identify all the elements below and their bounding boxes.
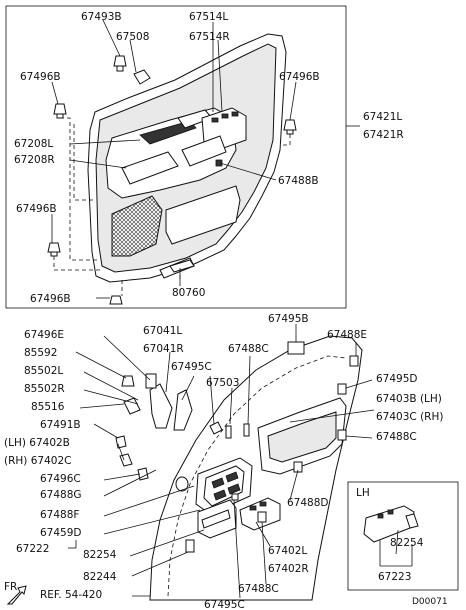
label-67041R: 67041R bbox=[143, 343, 184, 355]
label-85502L: 85502L bbox=[24, 365, 63, 377]
label-82244: 82244 bbox=[83, 571, 117, 583]
label-67421R: 67421R bbox=[363, 129, 404, 141]
label-67488B: 67488B bbox=[278, 175, 319, 187]
label-67222: 67222 bbox=[16, 543, 49, 555]
label-82254-a: 82254 bbox=[83, 549, 117, 561]
label-67403B: 67403B (LH) bbox=[376, 393, 442, 405]
label-82254-b: 82254 bbox=[390, 537, 424, 549]
front-arrow-icon bbox=[6, 585, 27, 605]
label-85502R: 85502R bbox=[24, 383, 65, 395]
label-67496E: 67496E bbox=[24, 329, 64, 341]
leader-lines-lower bbox=[68, 324, 375, 599]
label-67208L: 67208L bbox=[14, 138, 53, 150]
label-67488F: 67488F bbox=[40, 509, 79, 521]
label-fr: FR bbox=[4, 581, 17, 593]
label-67496B-c: 67496B bbox=[16, 203, 57, 215]
door-trim-panel-upper bbox=[87, 33, 287, 283]
label-67488D: 67488D bbox=[287, 497, 329, 509]
label-67459D: 67459D bbox=[40, 527, 82, 539]
lh-inset bbox=[347, 481, 459, 591]
label-67495C-b: 67495C bbox=[204, 599, 245, 610]
label-lh: LH bbox=[356, 487, 370, 499]
label-67488C-a: 67488C bbox=[228, 343, 269, 355]
door-trim-panel-lower bbox=[115, 335, 363, 601]
label-80760: 80760 bbox=[172, 287, 205, 299]
label-67496B-d: 67496B bbox=[30, 293, 71, 305]
diagram-code: D00071 bbox=[412, 597, 448, 607]
label-85592: 85592 bbox=[24, 347, 57, 359]
label-67208R: 67208R bbox=[14, 154, 55, 166]
clip-icons-upper bbox=[47, 55, 297, 305]
label-67421L: 67421L bbox=[363, 111, 402, 123]
label-67402L: 67402L bbox=[268, 545, 307, 557]
label-67496C: 67496C bbox=[40, 473, 81, 485]
label-ref: REF. 54-420 bbox=[40, 589, 102, 601]
label-67403C: 67403C (RH) bbox=[376, 411, 443, 423]
label-67514L: 67514L bbox=[189, 11, 228, 23]
upper-section-frame bbox=[5, 5, 347, 309]
label-67496B-b: 67496B bbox=[279, 71, 320, 83]
label-67496B-a: 67496B bbox=[20, 71, 61, 83]
label-67503: 67503 bbox=[206, 377, 239, 389]
label-67508: 67508 bbox=[116, 31, 149, 43]
label-67223: 67223 bbox=[378, 571, 411, 583]
part-labels: 67493B 67514L 67508 67514R 67496B 67496B… bbox=[4, 11, 448, 610]
leader-lines-upper bbox=[51, 19, 297, 299]
label-67495D: 67495D bbox=[376, 373, 418, 385]
label-67488E: 67488E bbox=[327, 329, 367, 341]
lh-inset-frame bbox=[347, 481, 459, 591]
label-67488C-b: 67488C bbox=[376, 431, 417, 443]
label-67495C-a: 67495C bbox=[171, 361, 212, 373]
label-67488C-c: 67488C bbox=[238, 583, 279, 595]
label-85516: 85516 bbox=[31, 401, 65, 413]
label-67495B: 67495B bbox=[268, 313, 309, 325]
label-67491B: 67491B bbox=[40, 419, 81, 431]
label-67514R: 67514R bbox=[189, 31, 230, 43]
label-67488G: 67488G bbox=[40, 489, 82, 501]
label-67402C: (RH) 67402C bbox=[4, 455, 71, 467]
label-67041L: 67041L bbox=[143, 325, 182, 337]
label-67402B: (LH) 67402B bbox=[4, 437, 70, 449]
label-67493B: 67493B bbox=[81, 11, 122, 23]
label-67402R: 67402R bbox=[268, 563, 309, 575]
